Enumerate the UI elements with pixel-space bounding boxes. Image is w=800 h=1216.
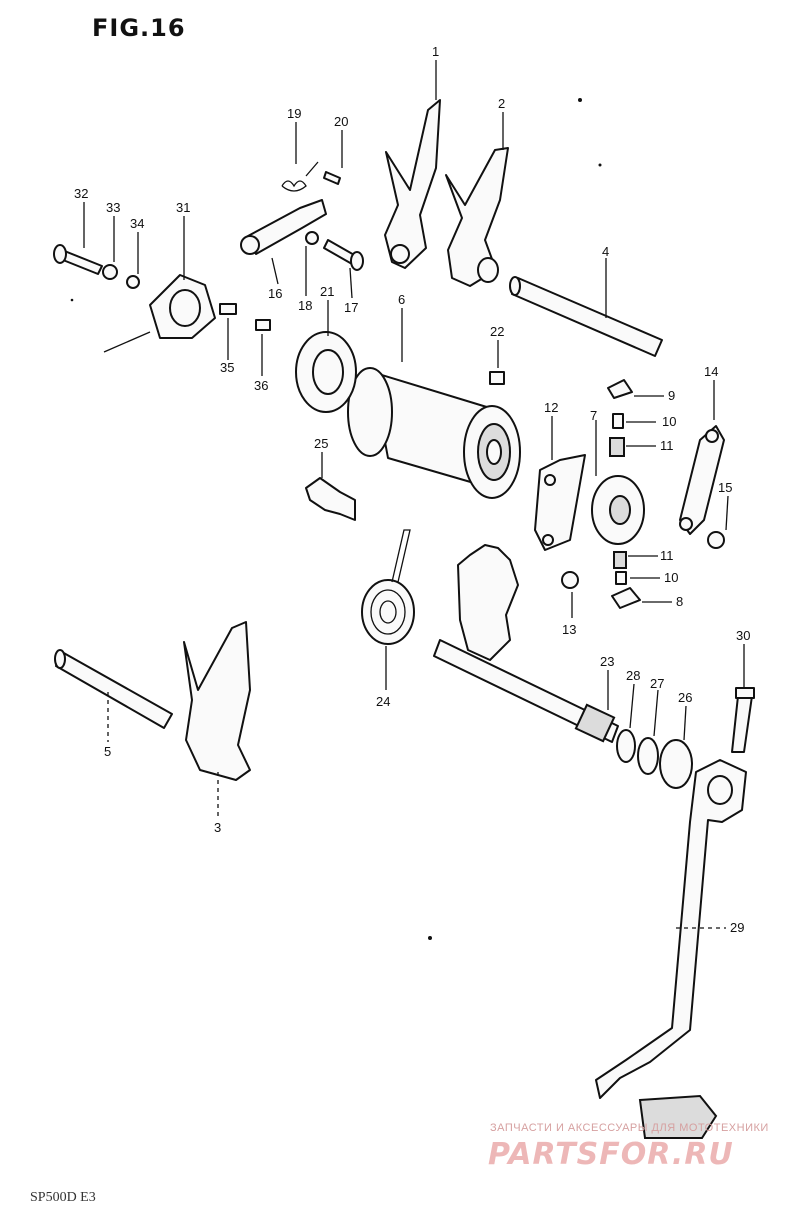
part-pawl-8 — [611, 587, 641, 609]
part-pawl-lifter-7 — [591, 475, 645, 545]
part-screw-15 — [707, 531, 725, 549]
part-cam-stopper-16 — [240, 199, 327, 255]
figure-title: FIG.16 — [92, 14, 186, 42]
callout-7: 7 — [590, 408, 597, 423]
callout-35: 35 — [220, 360, 234, 375]
part-gearshift-shaft-23 — [433, 544, 619, 743]
callout-29: 29 — [730, 920, 744, 935]
part-pin-10 — [612, 413, 624, 429]
callout-labels: 1 2 3 4 5 6 7 8 9 10 10 11 11 12 13 14 1… — [74, 44, 750, 935]
part-circlip-28 — [616, 729, 636, 763]
callout-8: 8 — [676, 594, 683, 609]
callout-3: 3 — [214, 820, 221, 835]
part-washer-33 — [102, 264, 118, 280]
callout-5: 5 — [104, 744, 111, 759]
part-washer-27 — [637, 737, 659, 775]
part-screw-13 — [561, 571, 579, 589]
callout-10-lower: 10 — [664, 570, 678, 585]
part-neutral-switch-25 — [305, 477, 356, 521]
part-bolt-17 — [323, 239, 364, 271]
part-oil-seal-26 — [659, 739, 693, 789]
callout-34: 34 — [130, 216, 144, 231]
callout-11-lower: 11 — [660, 548, 674, 563]
part-shift-fork-1 — [384, 99, 441, 269]
callout-6: 6 — [398, 292, 405, 307]
part-pawl-guide-12 — [534, 454, 586, 551]
part-spring-24 — [361, 529, 415, 645]
part-gearshift-lever-29 — [595, 759, 747, 1139]
callout-26: 26 — [678, 690, 692, 705]
callout-28: 28 — [626, 668, 640, 683]
callout-10: 10 — [662, 414, 676, 429]
part-spring-19 — [281, 161, 319, 192]
part-pin-35 — [219, 303, 237, 315]
part-spring-36 — [255, 319, 271, 331]
part-pawl-9 — [607, 379, 633, 399]
callout-13: 13 — [562, 622, 576, 637]
watermark-logo-text: PARTSFOR.RU — [488, 1137, 734, 1172]
callout-1: 1 — [432, 44, 439, 59]
callout-9: 9 — [668, 388, 675, 403]
callout-30: 30 — [736, 628, 750, 643]
callout-4: 4 — [602, 244, 609, 259]
footer-model-code: SP500D E3 — [30, 1190, 96, 1205]
callout-25: 25 — [314, 436, 328, 451]
part-gearshift-cam-drum-6 — [347, 367, 521, 499]
callout-21: 21 — [320, 284, 334, 299]
callout-24: 24 — [376, 694, 390, 709]
callout-18: 18 — [298, 298, 312, 313]
part-shift-fork-3 — [183, 621, 251, 781]
watermark-logo: PARTSFOR.RU — [488, 1137, 734, 1172]
part-washer-34 — [126, 275, 140, 289]
part-fork-shaft-5 — [54, 649, 173, 729]
callout-36: 36 — [254, 378, 268, 393]
callout-14: 14 — [704, 364, 718, 379]
leader-lines — [83, 60, 745, 929]
part-cam-guide-plate-21 — [295, 331, 357, 413]
callout-20: 20 — [334, 114, 348, 129]
part-spring-11-lower — [613, 551, 627, 569]
part-spring-11 — [609, 437, 625, 457]
callout-31: 31 — [176, 200, 190, 215]
callout-33: 33 — [106, 200, 120, 215]
callout-15: 15 — [718, 480, 732, 495]
part-pin-10-lower — [615, 571, 627, 585]
callout-12: 12 — [544, 400, 558, 415]
part-link-plate-14 — [679, 425, 725, 535]
part-shift-fork-2 — [445, 147, 509, 287]
part-bearing-retainer-31 — [103, 274, 216, 353]
callout-16: 16 — [268, 286, 282, 301]
part-pin-22 — [489, 371, 505, 385]
callout-19: 19 — [287, 106, 301, 121]
callout-22: 22 — [490, 324, 504, 339]
callout-23: 23 — [600, 654, 614, 669]
callout-17: 17 — [344, 300, 358, 315]
callout-2: 2 — [498, 96, 505, 111]
watermark-caption: ЗАПЧАСТИ И АКСЕССУАРЫ ДЛЯ МОТОТЕХНИКИ — [490, 1122, 769, 1134]
part-bolt-20 — [323, 171, 341, 185]
part-fork-shaft-4 — [509, 276, 663, 357]
part-bolt-30 — [731, 687, 755, 753]
callout-11: 11 — [660, 438, 674, 453]
part-bolt-32 — [53, 244, 103, 275]
callout-32: 32 — [74, 186, 88, 201]
callout-27: 27 — [650, 676, 664, 691]
